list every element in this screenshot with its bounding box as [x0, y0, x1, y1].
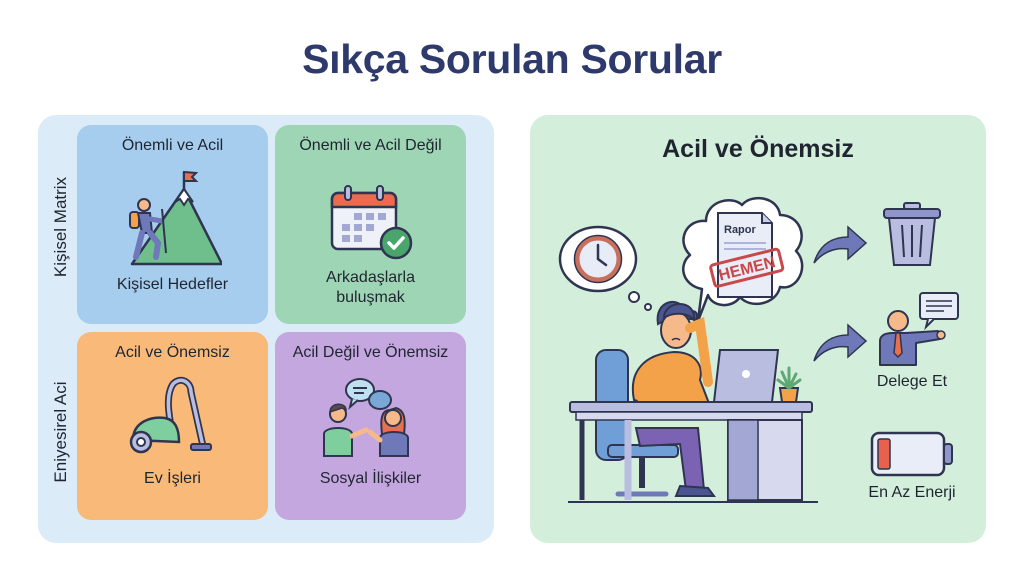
people-chatting-icon [323, 378, 409, 457]
delegate-label: Delege Et [876, 373, 948, 390]
vacuum-cleaner-icon [129, 376, 212, 454]
quadrant-urgent-not-important[interactable]: Acil ve Önemsiz Ev İşleri [77, 332, 268, 520]
svg-text:Rapor: Rapor [724, 224, 757, 236]
calendar-check-icon [330, 185, 413, 260]
quadrant-label: Kişisel Hedefler [116, 276, 229, 293]
energy-label: En Az Enerji [868, 484, 956, 501]
detail-title: Acil ve Önemsiz [662, 135, 854, 163]
detail-panel: Acil ve Önemsiz Rapor HEMEN [530, 115, 986, 543]
quadrant-label: Ev İşleri [144, 470, 201, 487]
page-title: Sıkça Sorulan Sorular [302, 36, 722, 82]
arrow-to-trash-icon [813, 225, 868, 264]
matrix-panel: Kişisel Matrix Eniyesirel Aci Önemli ve … [38, 115, 494, 543]
delegate-person-icon [879, 292, 959, 366]
trash-can-icon [883, 202, 941, 266]
axis-label-top: Kişisel Matrix [51, 176, 70, 278]
quadrant-label: Sosyal İlişkiler [319, 470, 422, 487]
arrow-to-delegate-icon [813, 323, 868, 362]
quadrant-title: Acil ve Önemsiz [115, 344, 230, 361]
stressed-worker-icon [568, 301, 818, 503]
axis-label-bottom: Eniyesirel Aci [51, 381, 70, 483]
quadrant-not-urgent-not-important[interactable]: Acil Değil ve Önemsiz Sosyal İlişkiler [275, 332, 466, 520]
mountain-climber-icon [129, 170, 222, 266]
report-thought-icon: Rapor HEMEN [682, 196, 804, 323]
quadrant-title: Acil Değil ve Önemsiz [292, 344, 449, 361]
quadrant-label: Arkadaşlarla buluşmak [326, 269, 415, 306]
low-battery-icon [870, 431, 953, 477]
quadrant-title: Önemli ve Acil Değil [299, 137, 442, 154]
quadrant-title: Önemli ve Acil [121, 137, 224, 154]
clock-thought-icon [558, 225, 652, 311]
quadrant-important-not-urgent[interactable]: Önemli ve Acil Değil Arkadaşlarla buluşm… [275, 125, 466, 324]
quadrant-important-urgent[interactable]: Önemli ve Acil Kişisel Hedefler [77, 125, 268, 324]
